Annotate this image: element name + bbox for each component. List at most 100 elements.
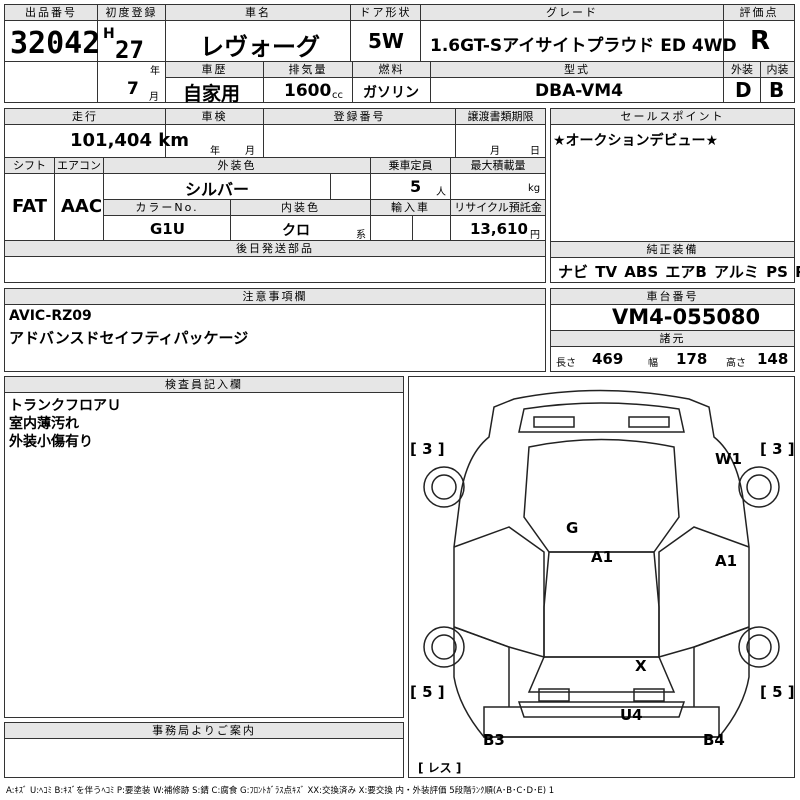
dims-label: 諸元 (551, 330, 794, 347)
recycle-fee: 13,610 (470, 220, 528, 238)
diagram-mark-x: X (635, 657, 647, 675)
transfer-day-unit: 日 (530, 146, 540, 157)
diagram-mark-g: G (566, 519, 579, 537)
color-label: 外装色 (104, 158, 370, 174)
notes-section (4, 288, 546, 372)
ac-label: エアコン (55, 158, 103, 174)
lot-number: 32042 (10, 26, 101, 61)
inspection-label: 車検 (166, 109, 263, 125)
width-label: 幅 (648, 358, 658, 369)
mileage-label: 走行 (5, 109, 165, 125)
grade-label: グレード (421, 5, 723, 21)
score: R (750, 26, 771, 56)
diagram-mark-u4: U4 (620, 706, 643, 724)
car-name: レヴォーグ (200, 33, 320, 61)
shift: FAT (12, 196, 48, 217)
fuel: ガソリン (363, 85, 419, 101)
diagram-mark-b4: B4 (703, 731, 725, 749)
notes-line-1: AVIC-RZ09 (9, 308, 92, 324)
transfer-month-unit: 月 (490, 146, 500, 157)
color: シルバー (185, 180, 250, 199)
inspector-line-1: トランクフロアＵ (9, 398, 121, 414)
colorno-label: カラーNo. (104, 200, 230, 216)
sales-point-section (550, 108, 795, 283)
transfer-label: 譲渡書類期限 (456, 109, 545, 125)
inspector-line-2: 室内薄汚れ (9, 416, 79, 432)
model-label: 型式 (431, 62, 723, 78)
sales-point-label: セールスポイント (551, 109, 794, 125)
diagram-mark-a1-center: A1 (591, 548, 614, 566)
plate-label: 登録番号 (264, 109, 455, 125)
reg-month: 7 (127, 79, 139, 99)
width-value: 178 (676, 350, 708, 368)
capacity-label: 乗車定員 (371, 158, 450, 174)
recycle-label: リサイクル預託金 (451, 200, 545, 216)
chassis-label: 車台番号 (551, 289, 794, 305)
reg-year: 27 (115, 36, 144, 64)
intcolor-unit: 系 (356, 230, 366, 241)
inspector-label: 検査員記入欄 (5, 377, 403, 393)
inspection-year-unit: 年 (210, 146, 220, 157)
later-parts-label: 後日発送部品 (5, 241, 545, 257)
displacement-label: 排気量 (264, 62, 352, 78)
notes-label: 注意事項欄 (5, 289, 545, 305)
interior-color: クロ (282, 223, 310, 239)
chassis-section (550, 288, 795, 372)
spec-section (4, 108, 546, 283)
history: 自家用 (183, 83, 241, 105)
grade: 1.6GT-Sアイサイトプラウド ED 4WD (430, 36, 737, 56)
int-grade: B (769, 78, 785, 102)
inspector-line-3: 外装小傷有り (9, 434, 93, 450)
equipment-label: 純正装備 (551, 242, 794, 258)
load-unit: kg (528, 183, 541, 194)
reg-label: 初度登録 (98, 5, 165, 21)
height-value: 148 (757, 350, 789, 368)
year-unit: 年 (150, 66, 160, 77)
recycle-unit: 円 (530, 230, 540, 241)
diagram-mark-tr: [ 3 ] (760, 440, 795, 458)
diagram-mark-b3: B3 (483, 731, 505, 749)
car-diagram (423, 389, 780, 738)
chassis-number: VM4-055080 (612, 305, 761, 329)
height-label: 高さ (726, 358, 746, 369)
diagram-mark-br: [ 5 ] (760, 683, 795, 701)
ext-label: 外装 (724, 62, 760, 78)
office-label: 事務局よりご案内 (5, 723, 403, 739)
month-unit: 月 (149, 92, 159, 103)
diagram-mark-bl: [ 5 ] (410, 683, 445, 701)
intcolor-label: 内装色 (231, 200, 370, 216)
length-value: 469 (592, 350, 624, 368)
lot-label: 出品番号 (5, 5, 97, 21)
name-label: 車名 (166, 5, 350, 21)
ac: AAC (61, 196, 103, 217)
displacement: 1600 (284, 81, 332, 101)
model-code: DBA-VM4 (535, 81, 623, 101)
color-number: G1U (150, 220, 185, 238)
int-label: 内装 (761, 62, 794, 78)
diagram-mark-tl: [ 3 ] (410, 440, 445, 458)
mileage: 101,404 km (70, 130, 189, 151)
legend: A:ｷｽﾞ U:ﾍｺﾐ B:ｷｽﾞを伴うﾍｺﾐ P:要塗装 W:補修跡 S:錆 … (6, 786, 555, 796)
diagram-mark-a1-right: A1 (715, 552, 738, 570)
notes-line-2: アドバンスドセイフティパッケージ (9, 329, 249, 347)
door-label: ドア形状 (351, 5, 420, 21)
car-diagram-section (408, 376, 795, 778)
top-section (4, 4, 795, 103)
diagram-mark-less: [ レス ] (418, 761, 462, 775)
fuel-label: 燃料 (353, 62, 430, 78)
capacity-unit: 人 (436, 187, 446, 198)
score-label: 評価点 (724, 5, 794, 21)
import-label: 輸入車 (371, 200, 450, 216)
door-type: 5W (368, 29, 404, 53)
inspection-month-unit: 月 (245, 146, 255, 157)
load-label: 最大積載量 (451, 158, 545, 174)
history-label: 車歴 (166, 62, 263, 78)
shift-label: シフト (5, 158, 54, 174)
equipment-list: ナビ TV ABS エアB アルミ PS PW (558, 263, 800, 281)
inspector-section (4, 376, 404, 718)
office-section (4, 722, 404, 778)
cc-unit: cc (332, 90, 343, 101)
diagram-mark-w1: W1 (715, 450, 742, 468)
length-label: 長さ (556, 358, 576, 369)
ext-grade: D (735, 78, 752, 102)
